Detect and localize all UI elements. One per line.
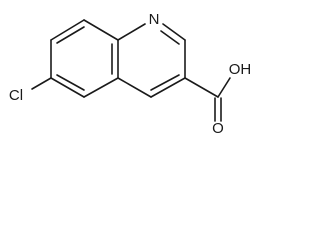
bond-c-oh [217,77,231,98]
bond-c3-c4 [150,77,186,98]
carbonyl-oxygen-label: O [212,120,224,137]
nitrogen-label: N [149,11,160,28]
bond-n1-c2 [162,23,186,41]
bond-n1-c2-inner [160,30,180,45]
bond-c5-c4a [83,77,119,98]
chlorine-label: Cl [9,87,23,104]
bond-c3-c4-inner [150,74,180,91]
bond-c3-ccooh [184,77,219,98]
atom-labels: N Cl OH O [9,11,251,137]
bond-c8a-c8 [83,19,119,41]
molecule-structure: N Cl OH O [9,11,251,137]
bond-c6-c5-inner [56,74,85,91]
bond-c6-cl [31,77,52,90]
bond-c8-c7-inner [56,26,85,44]
bonds [31,19,231,122]
hydroxyl-label: OH [229,61,252,78]
bond-c4-c4a [117,77,152,98]
bond-c8-c7 [50,19,85,41]
bond-c8a-n1 [117,23,146,41]
bond-c6-c5 [50,77,85,98]
